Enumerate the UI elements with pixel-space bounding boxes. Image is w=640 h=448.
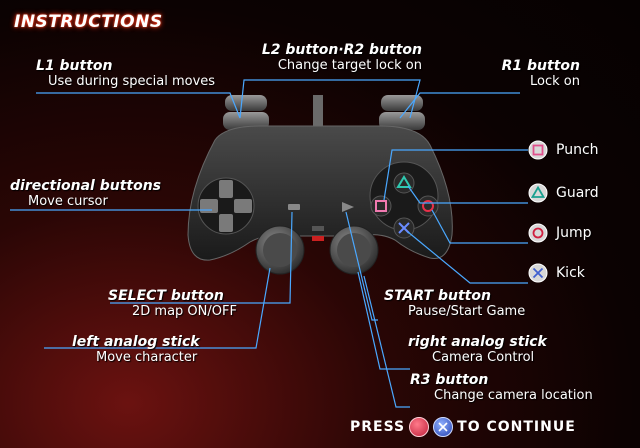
legend-circle: Jump <box>528 223 592 243</box>
r1-label-head: R1 button <box>501 58 580 74</box>
directional-buttons-label-head: directional buttons <box>10 178 162 194</box>
square-legend-icon <box>528 140 548 160</box>
circle-button-prompt-icon <box>409 417 430 437</box>
legend-triangle-label: Guard <box>556 185 599 201</box>
legend-triangle: Guard <box>528 183 599 203</box>
r3-button-label-desc: Change camera location <box>434 388 593 403</box>
directional-buttons-label-desc: Move cursor <box>28 194 108 209</box>
left-stick-label-head: left analog stick <box>72 334 200 350</box>
circle-legend-icon <box>528 223 548 243</box>
leader-lines <box>10 79 528 408</box>
left-stick-label-desc: Move character <box>96 350 198 365</box>
legend-circle-label: Jump <box>556 225 592 241</box>
legend-square-label: Punch <box>556 142 599 158</box>
continue-prompt[interactable]: PRESS TO CONTINUE <box>350 416 576 438</box>
cross-legend-icon <box>528 263 548 283</box>
legend-square: Punch <box>528 140 599 160</box>
select-button-icon <box>288 204 300 210</box>
select-button-label: SELECT button 2D map ON/OFF <box>108 288 237 320</box>
left-stick-label: left analog stick Move character <box>72 334 200 366</box>
l1-label-desc: Use during special moves <box>48 74 216 89</box>
directional-buttons-label: directional buttons Move cursor <box>10 178 161 210</box>
square-button-icon <box>370 195 392 217</box>
r3-button-label-head: R3 button <box>410 372 489 388</box>
dpad-well <box>197 177 255 235</box>
analog-led <box>312 236 324 241</box>
legend-cross: Kick <box>528 263 585 283</box>
r1-label: R1 button Lock on <box>480 58 580 90</box>
right-stick-label: right analog stick Camera Control <box>408 334 547 366</box>
r1-label-desc: Lock on <box>530 74 580 89</box>
start-button-label: START button Pause/Start Game <box>384 288 525 320</box>
press-text: PRESS <box>350 419 406 435</box>
controller-body <box>187 125 453 261</box>
l2r2-label-desc: Change target lock on <box>277 58 422 73</box>
r-shoulder-buttons <box>379 95 425 130</box>
triangle-legend-icon <box>528 183 548 203</box>
to-continue-text: TO CONTINUE <box>457 419 576 435</box>
l1-label-head: L1 button <box>36 58 113 74</box>
l1-label: L1 button Use during special moves <box>36 58 215 90</box>
right-stick-label-desc: Camera Control <box>432 350 535 365</box>
select-button-label-head: SELECT button <box>108 288 224 304</box>
start-button-label-head: START button <box>384 288 491 304</box>
page-title: INSTRUCTIONS <box>14 12 163 32</box>
l2r2-label-head: L2 button·R2 button <box>261 42 422 58</box>
select-button-label-desc: 2D map ON/OFF <box>132 304 237 319</box>
r3-button-label: R3 button Change camera location <box>410 372 593 404</box>
l-shoulder-buttons <box>223 95 269 130</box>
start-button-label-desc: Pause/Start Game <box>408 304 526 319</box>
l2r2-label: L2 button·R2 button Change target lock o… <box>236 42 422 74</box>
start-button-icon <box>342 202 354 212</box>
right-stick-label-head: right analog stick <box>408 334 547 350</box>
legend-cross-label: Kick <box>556 265 585 281</box>
circle-button-icon <box>417 195 439 217</box>
cross-button-prompt-icon <box>433 417 454 437</box>
analog-button <box>312 226 324 231</box>
